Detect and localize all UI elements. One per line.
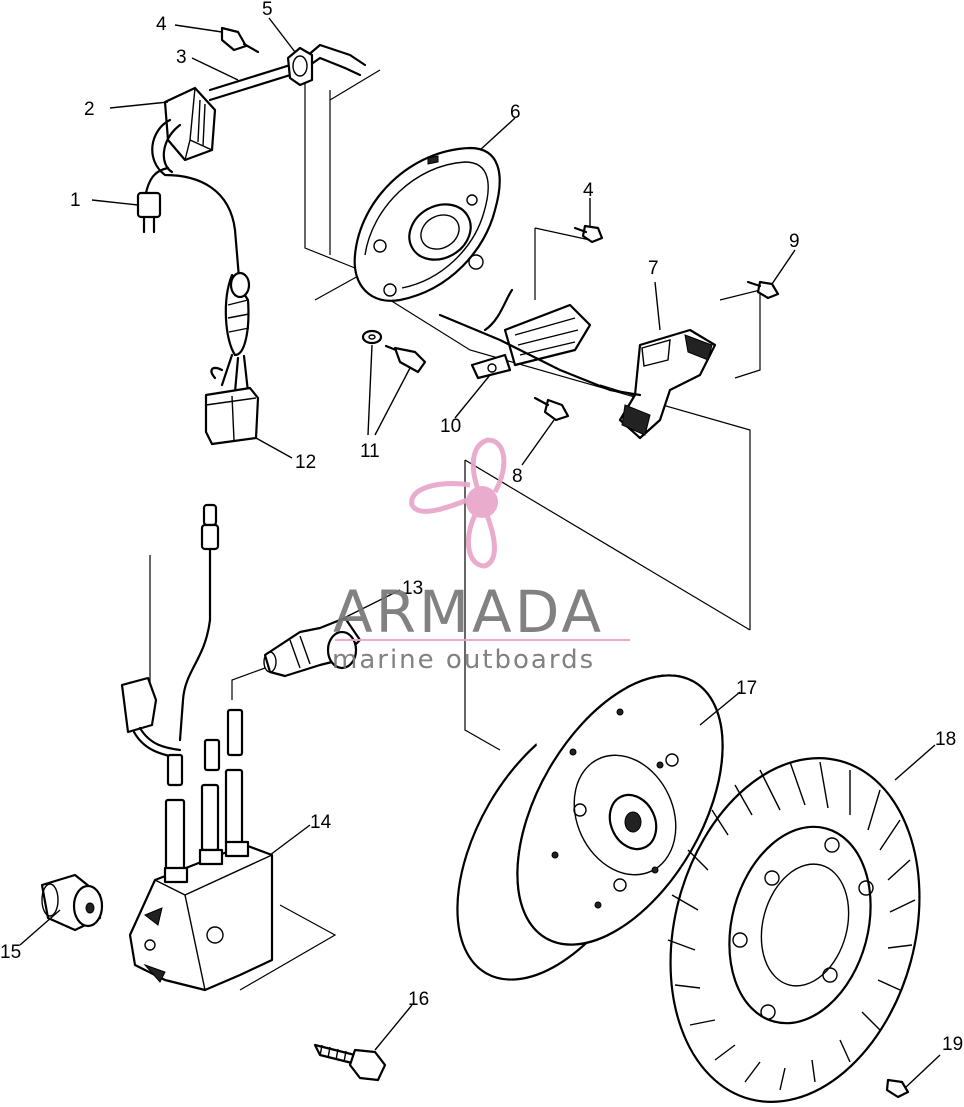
part-4-screw-middle (573, 224, 604, 244)
callout-10: 10 (440, 416, 461, 437)
callout-19: 19 (942, 1034, 963, 1055)
callout-5: 5 (262, 0, 273, 20)
callout-18: 18 (935, 729, 956, 750)
callout-13: 13 (402, 578, 423, 599)
callout-16: 16 (408, 989, 429, 1010)
callout-15: 15 (0, 942, 21, 963)
part-4-screw (220, 26, 260, 54)
propeller-icon (409, 437, 507, 569)
part-12-harness-connector (204, 271, 260, 446)
part-15-rubber-sleeve (40, 873, 104, 932)
callout-17: 17 (736, 678, 757, 699)
callout-4b: 4 (583, 180, 594, 201)
callout-11: 11 (360, 441, 380, 462)
callout-9: 9 (789, 231, 800, 252)
part-9-screw (746, 280, 780, 300)
part-6-stator-plate (353, 146, 501, 302)
callout-8: 8 (512, 466, 523, 487)
part-18-cooling-fan (667, 757, 921, 1103)
part-7-charge-coil (618, 328, 717, 440)
callout-1: 1 (70, 190, 81, 211)
callout-labels: 1 2 3 4 5 6 4 9 7 10 11 12 8 13 17 18 14… (0, 0, 963, 1055)
part-8-screw (533, 396, 570, 422)
watermark-brand: ARMADA (333, 578, 604, 646)
callout-7: 7 (648, 258, 659, 279)
leader-lines (19, 17, 941, 1089)
callout-4a: 4 (156, 14, 167, 35)
watermark-tagline: marine outboards (332, 645, 595, 675)
callout-14: 14 (310, 812, 332, 833)
callout-3: 3 (176, 47, 187, 68)
brand-watermark: ARMADA marine outboards (332, 437, 630, 675)
pulser-coil (438, 288, 642, 397)
part-17-flywheel-rotor (456, 668, 724, 981)
part-2-rectifier (163, 86, 217, 162)
part-5-wire-clamp (286, 46, 314, 87)
callout-12: 12 (295, 452, 316, 473)
part-16-bolt (313, 1043, 387, 1082)
part-19-screw (885, 1078, 910, 1099)
callout-2: 2 (84, 99, 95, 120)
coil-plug-connector (120, 676, 182, 760)
part-1-bullet-connector (136, 166, 170, 234)
callout-6: 6 (510, 102, 521, 123)
part-11-screw-washer (361, 329, 427, 374)
part-10-bracket (470, 353, 512, 380)
part-14-ignition-coil (128, 840, 274, 992)
wire-harness (151, 43, 367, 292)
ignition-lead (178, 503, 220, 742)
